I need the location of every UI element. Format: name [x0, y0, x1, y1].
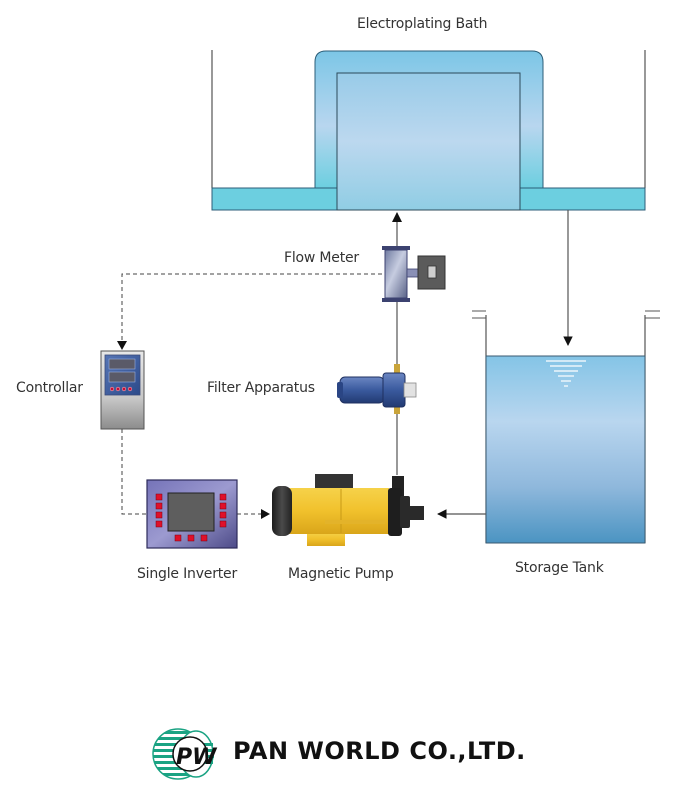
bath-inner-tank: [336, 72, 521, 211]
arrow-into-pump: [261, 509, 270, 519]
label-electroplating-bath: Electroplating Bath: [357, 16, 488, 32]
logo-mark-text: PW: [176, 745, 218, 770]
label-filter-apparatus: Filter Apparatus: [207, 380, 315, 396]
label-magnetic-pump: Magnetic Pump: [288, 566, 394, 582]
label-storage-tank: Storage Tank: [515, 560, 604, 576]
storage-tank-liquid: [485, 355, 646, 544]
magnetic-pump: [272, 474, 424, 546]
controller-display-1: [108, 358, 136, 370]
single-inverter: [146, 479, 238, 549]
arrow-up-into-bath: [392, 212, 402, 222]
pump-motor-cap: [272, 486, 292, 536]
electroplating-bath: [211, 50, 646, 211]
signal-flowmeter-to-controller: [121, 273, 382, 342]
signal-controller-to-inverter: [121, 429, 147, 515]
pan-world-logo-icon: PW: [152, 728, 218, 780]
pump-inlet: [410, 506, 424, 520]
water-level-icon: [546, 360, 586, 387]
controller: [100, 350, 145, 430]
label-flow-meter: Flow Meter: [284, 250, 359, 266]
flow-meter: [382, 246, 446, 302]
arrow-into-controller: [117, 341, 127, 350]
label-controller: Controllar: [16, 380, 83, 396]
inverter-screen: [167, 492, 215, 532]
controller-display-2: [108, 371, 136, 383]
label-single-inverter: Single Inverter: [137, 566, 238, 582]
company-name: PAN WORLD CO.,LTD.: [233, 737, 526, 765]
filter-apparatus: [337, 364, 417, 414]
storage-tank: [472, 310, 660, 544]
